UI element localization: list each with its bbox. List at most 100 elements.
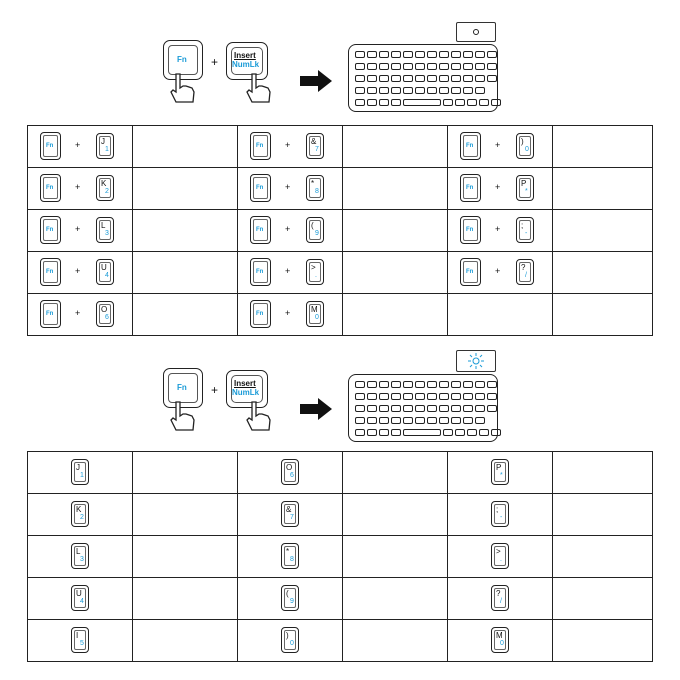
keyboard-key [475, 405, 485, 412]
keyboard-key [439, 51, 449, 58]
key-combo-cell: *8 [237, 535, 343, 578]
keyboard-row [355, 87, 485, 94]
keyboard-key [439, 405, 449, 412]
keyboard-key [451, 381, 461, 388]
key-numpad-label: 0 [290, 640, 294, 647]
keyboard-key [355, 51, 365, 58]
keyboard-key [475, 51, 485, 58]
plus-sign: + [75, 182, 81, 192]
keyboard-row [355, 99, 501, 106]
fn-key: Fn [163, 368, 203, 408]
function-description-cell [342, 293, 448, 336]
keyboard-key [475, 75, 485, 82]
key-primary-label: K [76, 505, 82, 514]
keyboard-key [463, 75, 473, 82]
keyboard-key [367, 75, 377, 82]
keyboard-key [491, 429, 501, 436]
key-numpad-label: / [500, 598, 502, 605]
function-description-cell [132, 493, 238, 536]
key-combo-cell: Fn+*8 [237, 167, 343, 210]
function-description-cell [342, 167, 448, 210]
plus-sign: + [75, 308, 81, 318]
keyboard-key [391, 381, 401, 388]
key-numpad-label: 0 [525, 146, 529, 153]
fn-key-label: Fn [177, 55, 187, 64]
plus-sign: + [495, 140, 501, 150]
fn-key-label: Fn [46, 311, 54, 317]
plus-sign: + [285, 182, 291, 192]
keyboard-key [403, 99, 441, 106]
keyboard-key [379, 99, 389, 106]
keyboard-key [455, 429, 465, 436]
key-glyph: >. [491, 543, 509, 569]
key-primary-label: L [76, 547, 81, 556]
keyboard-row [355, 417, 485, 424]
plus-sign: + [495, 224, 501, 234]
fn-key: Fn [460, 258, 481, 286]
hand-pointer-icon [170, 73, 195, 103]
key-combo-cell: Fn+>. [237, 251, 343, 294]
function-description-cell [552, 167, 653, 210]
key-numpad-label: 3 [105, 230, 109, 237]
keyboard-key [439, 381, 449, 388]
insert-label: Insert [234, 379, 256, 388]
key-numpad-label: 0 [500, 640, 504, 647]
fn-key-label: Fn [46, 143, 54, 149]
key-primary-label: ; [521, 221, 524, 230]
fn-key: Fn [250, 174, 271, 202]
keyboard-key [487, 381, 497, 388]
key-numpad-label: * [500, 472, 503, 479]
key-combo-cell: ?/ [447, 577, 553, 620]
key-glyph: >. [306, 259, 324, 285]
fn-key: Fn [250, 216, 271, 244]
keyboard-key [403, 75, 413, 82]
keyboard-key [367, 51, 377, 58]
insert-numlk-key: Insert NumLk [226, 370, 268, 408]
insert-label: Insert [234, 51, 256, 60]
key-numpad-label: 6 [290, 472, 294, 479]
key-primary-label: L [101, 221, 106, 230]
numlk-label: NumLk [232, 388, 260, 397]
key-combo-cell [447, 293, 553, 336]
keyboard-key [415, 405, 425, 412]
keyboard-key [439, 417, 449, 424]
key-glyph: (9 [281, 585, 299, 611]
keyboard-key [479, 99, 489, 106]
key-glyph: ;- [491, 501, 509, 527]
keyboard-key [487, 405, 497, 412]
keyboard-key [379, 405, 389, 412]
keyboard-key [439, 393, 449, 400]
keyboard-key [367, 429, 377, 436]
keyboard-illustration [348, 44, 501, 112]
numlock-indicator-icon [473, 29, 479, 35]
key-primary-label: U [101, 263, 107, 272]
function-description-cell [342, 619, 448, 662]
keyboard-key [427, 393, 437, 400]
keyboard-row [355, 75, 497, 82]
numlock-indicator-popup [456, 22, 496, 42]
fn-key: Fn [40, 258, 61, 286]
keyboard-key [367, 87, 377, 94]
key-primary-label: * [286, 547, 290, 556]
key-combo-cell: Fn+P* [447, 167, 553, 210]
fn-key-label: Fn [256, 227, 264, 233]
function-description-cell [132, 251, 238, 294]
function-description-cell [132, 293, 238, 336]
key-primary-label: ) [521, 137, 524, 146]
key-glyph: &7 [306, 133, 324, 159]
keyboard-key [475, 417, 485, 424]
key-glyph: ?/ [516, 259, 534, 285]
keyboard-key [415, 87, 425, 94]
key-numpad-label: 0 [315, 314, 319, 321]
keyboard-key [427, 63, 437, 70]
function-description-cell [132, 125, 238, 168]
